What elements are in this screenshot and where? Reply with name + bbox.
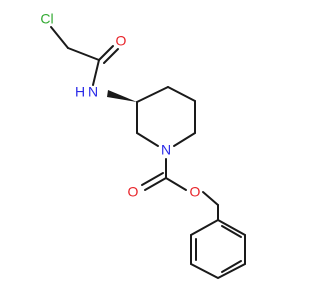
benzene-double-bond-2 [221, 260, 242, 273]
amide-hydrogen-label: H [75, 84, 85, 100]
amide-nitrogen-label: N [88, 84, 98, 100]
ester-oxygen-label: O [190, 184, 201, 200]
bond-carbonyl-ester-o [165, 177, 187, 191]
bond-ch2-carbonyl [67, 47, 100, 61]
ring-bond-1 [136, 86, 169, 103]
chlorine-atom-label: Cl [40, 11, 53, 27]
ring-bond-4 [173, 132, 196, 147]
amide-oxygen-label: O [116, 33, 127, 49]
bond-carbonyl-nh [92, 59, 100, 86]
ring-bond-2 [167, 86, 196, 102]
carbonyl-oxygen-label: O [128, 184, 139, 200]
bond-carbonyl-o-2 [103, 48, 119, 64]
benzene-ring [190, 218, 246, 280]
stereo-wedge-bond [107, 90, 137, 102]
bond-cl-ch2 [50, 26, 69, 49]
ring-bond-5 [136, 132, 159, 147]
bond-ester-o-ch2 [202, 191, 219, 206]
benzene-double-bond-1 [221, 225, 242, 238]
molecule-diagram: Cl O H N N O O [40, 11, 246, 280]
bond-carbamate-o-1 [144, 177, 167, 191]
bond-carbonyl-o-1 [98, 45, 114, 61]
bond-carbamate-o-2 [141, 172, 164, 186]
ring-nitrogen-label: N [161, 142, 171, 158]
